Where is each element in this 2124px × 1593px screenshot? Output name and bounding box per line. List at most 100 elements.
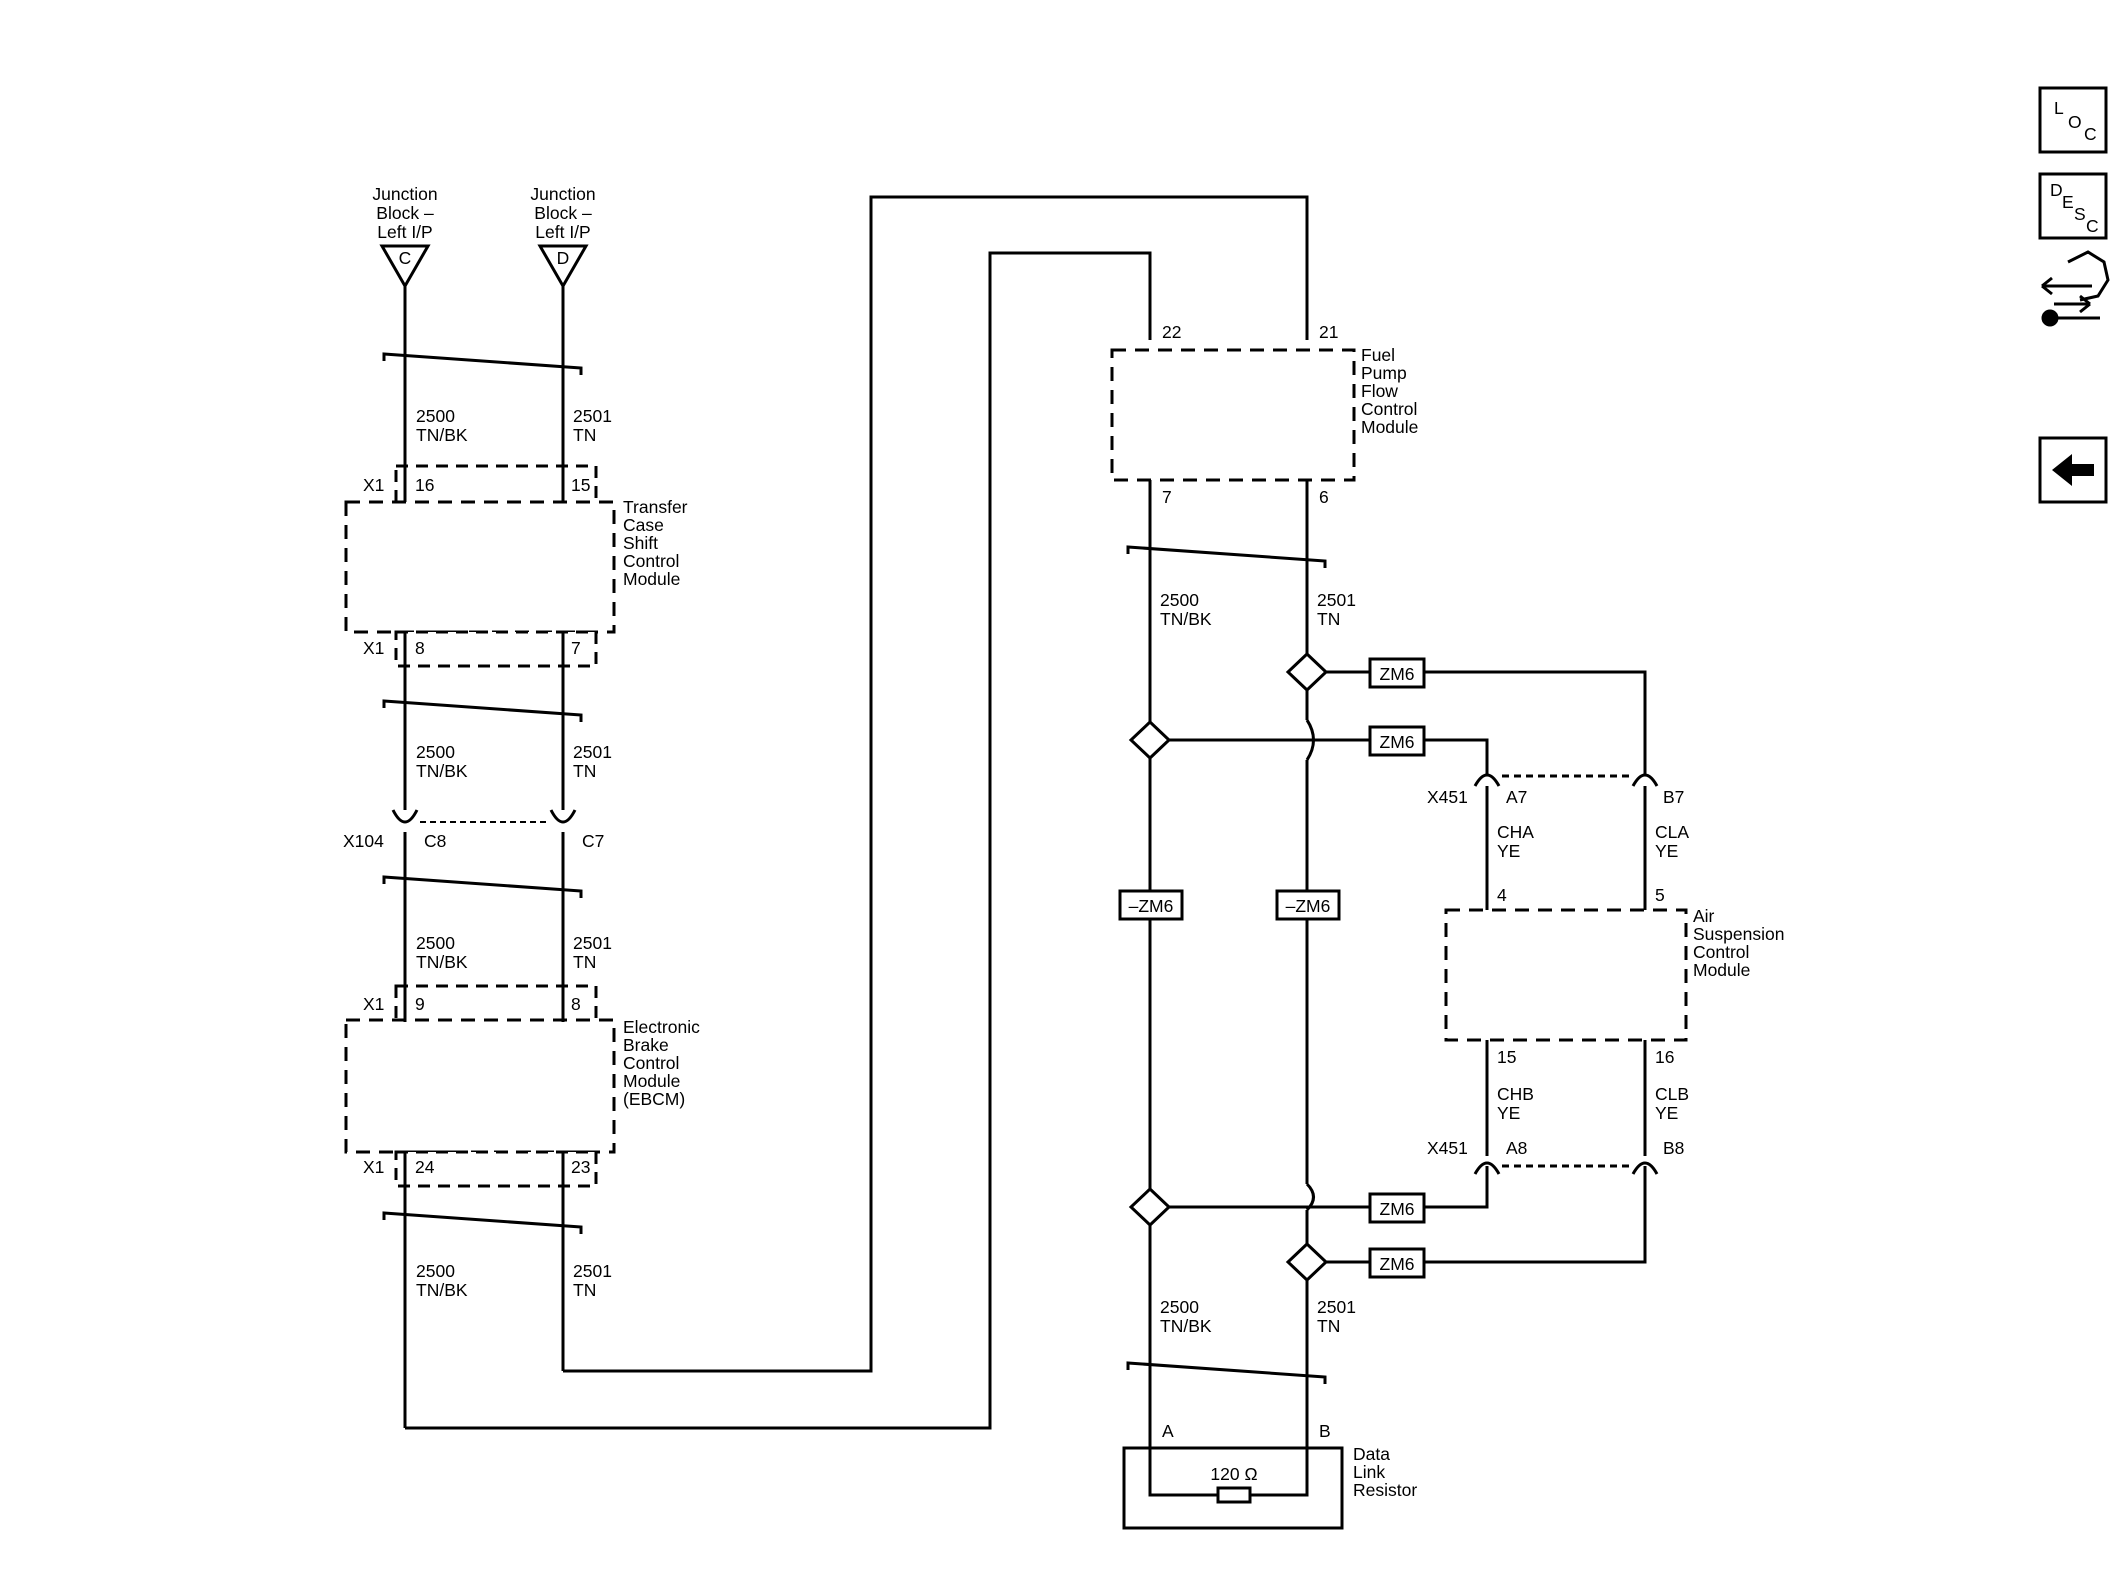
svg-text:B: B: [1319, 1421, 1331, 1441]
svg-text:8: 8: [415, 638, 425, 658]
svg-text:2500: 2500: [1160, 1297, 1199, 1317]
zm6-box-1: ZM6: [1368, 657, 1426, 689]
svg-text:E: E: [2062, 192, 2074, 212]
svg-text:C8: C8: [424, 831, 446, 851]
svg-text:15: 15: [1497, 1047, 1516, 1067]
zm6-box-3: ZM6: [1368, 1192, 1426, 1224]
svg-text:TN: TN: [1317, 1316, 1340, 1336]
svg-text:6: 6: [1319, 487, 1329, 507]
svg-text:5: 5: [1655, 885, 1665, 905]
svg-text:16: 16: [415, 475, 434, 495]
svg-text:2500: 2500: [416, 1261, 455, 1281]
left-arrow-icon: [2052, 454, 2094, 486]
svg-text:Brake: Brake: [623, 1035, 669, 1055]
transfer-case-module: X1 16 15 X1 8 7 Transfer Case Shift Cont…: [344, 464, 688, 668]
svg-text:Module: Module: [1361, 417, 1418, 437]
twisted-pair-5: [1126, 545, 1327, 570]
x104-connector: X104 C8 C7: [343, 809, 604, 851]
svg-text:D: D: [2050, 180, 2063, 200]
svg-text:ZM6: ZM6: [1380, 732, 1415, 752]
description-button[interactable]: D E S C: [2038, 172, 2108, 240]
svg-text:X1: X1: [363, 1157, 384, 1177]
svg-text:YE: YE: [1655, 1103, 1678, 1123]
svg-text:CLB: CLB: [1655, 1084, 1689, 1104]
svg-text:–ZM6: –ZM6: [1129, 896, 1174, 916]
back-arrow-button[interactable]: [2038, 436, 2108, 504]
svg-text:2501: 2501: [1317, 590, 1356, 610]
svg-text:ZM6: ZM6: [1380, 1199, 1415, 1219]
svg-text:2500: 2500: [416, 933, 455, 953]
twisted-pair-3: [382, 875, 583, 900]
splice-high-top: [1285, 651, 1329, 693]
zm6-box-4: ZM6: [1368, 1247, 1426, 1279]
svg-text:L: L: [2054, 98, 2064, 118]
svg-text:–ZM6: –ZM6: [1286, 896, 1331, 916]
svg-text:2501: 2501: [573, 406, 612, 426]
svg-text:TN: TN: [573, 1280, 596, 1300]
svg-text:7: 7: [571, 638, 581, 658]
svg-text:4: 4: [1497, 885, 1507, 905]
svg-text:ZM6: ZM6: [1380, 1254, 1415, 1274]
svg-text:X451: X451: [1427, 787, 1468, 807]
svg-text:B7: B7: [1663, 787, 1684, 807]
twisted-pair-6: [1126, 1361, 1327, 1386]
svg-text:Module: Module: [623, 569, 680, 589]
svg-text:Control: Control: [1361, 399, 1417, 419]
svg-text:C: C: [2084, 124, 2097, 144]
svg-text:TN: TN: [573, 952, 596, 972]
svg-text:Module: Module: [623, 1071, 680, 1091]
svg-text:7: 7: [1162, 487, 1172, 507]
splice-low-top: [1128, 719, 1172, 761]
svg-text:YE: YE: [1497, 1103, 1520, 1123]
svg-text:TN/BK: TN/BK: [416, 952, 468, 972]
resistor-value: 120 Ω: [1210, 1464, 1257, 1484]
svg-text:CHA: CHA: [1497, 822, 1534, 842]
svg-text:ZM6: ZM6: [1380, 664, 1415, 684]
svg-text:Block –: Block –: [534, 203, 592, 223]
svg-text:A8: A8: [1506, 1138, 1527, 1158]
svg-text:A: A: [1162, 1421, 1174, 1441]
svg-text:2500: 2500: [1160, 590, 1199, 610]
svg-text:X451: X451: [1427, 1138, 1468, 1158]
twisted-pair-4: [382, 1211, 583, 1236]
svg-text:TN: TN: [573, 761, 596, 781]
svg-text:Control: Control: [623, 1053, 679, 1073]
junction-block-d: Junction Block – Left I/P D: [530, 184, 596, 290]
svg-text:X1: X1: [363, 475, 384, 495]
svg-text:2501: 2501: [1317, 1297, 1356, 1317]
twisted-pair-1: [382, 352, 583, 377]
svg-text:Link: Link: [1353, 1462, 1385, 1482]
svg-text:Electronic: Electronic: [623, 1017, 700, 1037]
svg-text:CLA: CLA: [1655, 822, 1689, 842]
svg-text:TN/BK: TN/BK: [1160, 609, 1212, 629]
svg-text:Transfer: Transfer: [623, 497, 688, 517]
svg-text:16: 16: [1655, 1047, 1674, 1067]
fuel-pump-module: 22 21 7 6 Fuel Pump Flow Control Module: [1110, 322, 1418, 507]
svg-text:Module: Module: [1693, 960, 1750, 980]
svg-text:2501: 2501: [573, 742, 612, 762]
splice-markers: [1128, 651, 1329, 1283]
svg-text:Data: Data: [1353, 1444, 1390, 1464]
svg-text:A7: A7: [1506, 787, 1527, 807]
twisted-pair-2: [382, 699, 583, 724]
svg-text:Block –: Block –: [376, 203, 434, 223]
junction-block-c: Junction Block – Left I/P C: [372, 184, 438, 290]
connector-end-view-icon[interactable]: [2041, 250, 2110, 327]
svg-text:S: S: [2074, 204, 2086, 224]
svg-text:15: 15: [571, 475, 590, 495]
svg-text:Air: Air: [1693, 906, 1715, 926]
splice-low-bottom: [1128, 1186, 1172, 1228]
svg-text:TN/BK: TN/BK: [416, 1280, 468, 1300]
svg-text:TN: TN: [573, 425, 596, 445]
not-zm6-low: –ZM6: [1118, 889, 1184, 921]
svg-text:23: 23: [571, 1157, 590, 1177]
zm6-box-2: ZM6: [1368, 725, 1426, 757]
svg-text:X104: X104: [343, 831, 384, 851]
location-button[interactable]: L O C: [2038, 86, 2108, 154]
svg-text:24: 24: [415, 1157, 435, 1177]
svg-text:Fuel: Fuel: [1361, 345, 1395, 365]
